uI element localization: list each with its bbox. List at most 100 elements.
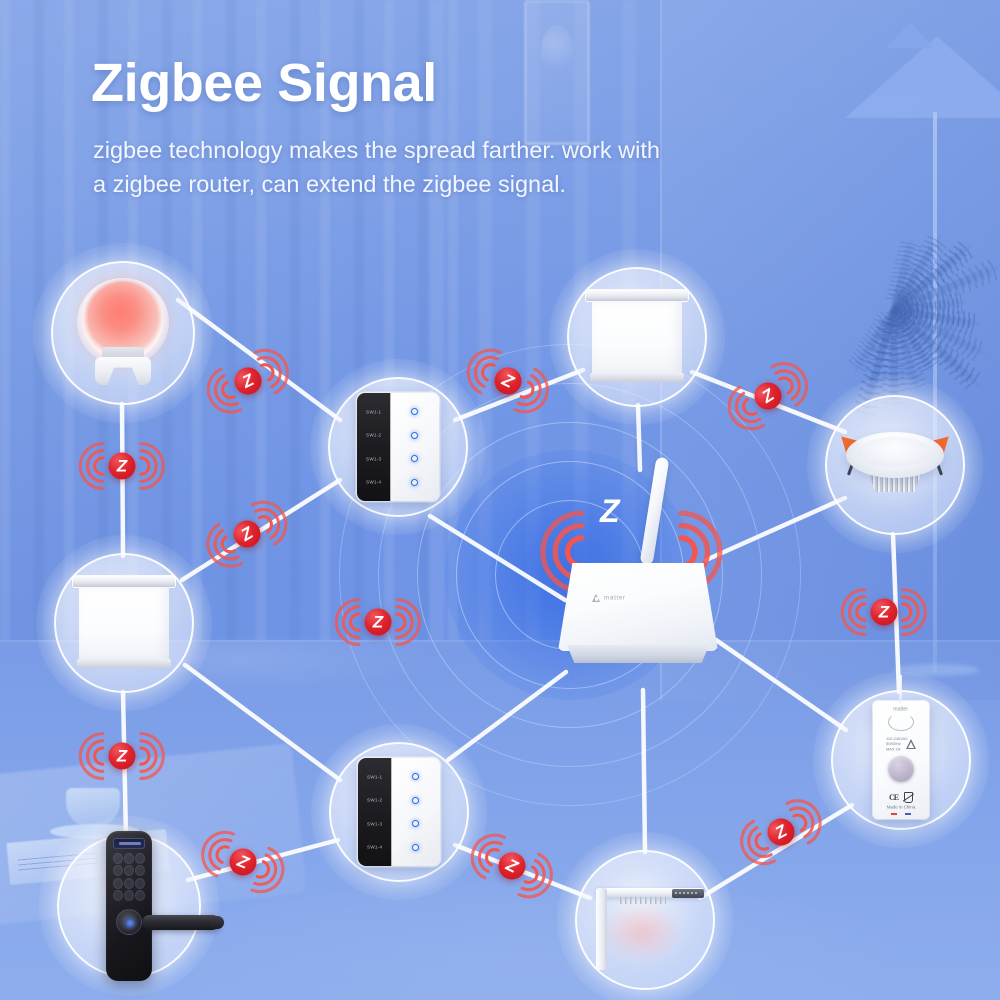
zigbee-arcs-right [510, 365, 563, 430]
smart-door-lock-device[interactable] [39, 816, 224, 996]
roller-blind-device[interactable] [549, 249, 725, 425]
weee-bin-icon [904, 792, 914, 804]
switch-led-indicator[interactable] [411, 478, 418, 486]
badge-blindleft-switch: Z [192, 487, 301, 580]
lock-keypad-key[interactable] [135, 853, 145, 864]
lock-keypad-key[interactable] [135, 877, 145, 889]
zigbee-arcs-left [74, 440, 105, 497]
zigbee-arcs-left [74, 730, 105, 787]
zigbee-arcs-right [139, 440, 170, 497]
lock-keypad[interactable] [113, 853, 145, 901]
switch-button-label: SW1-4 [366, 844, 383, 850]
track-glow [604, 904, 680, 960]
zigbee-arcs-left [330, 596, 361, 653]
alarm-siren-device[interactable] [33, 243, 213, 423]
badge-switchbot-track: Z [457, 822, 566, 911]
zigbee-z-glyph: Z [237, 523, 257, 545]
router-body [558, 563, 718, 651]
switch-led-indicator[interactable] [412, 843, 419, 851]
terminal-lead-live [891, 812, 897, 815]
module-logo: matter [893, 705, 909, 712]
zigbee-z-glyph: Z [116, 456, 128, 476]
lock-keypad-key[interactable] [124, 853, 134, 864]
lock-keypad-key[interactable] [113, 853, 123, 864]
zigbee-arcs-left [192, 520, 247, 585]
lock-keypad-key[interactable] [124, 890, 134, 901]
lock-display [113, 838, 145, 849]
hub-zigbee-badge: Z [600, 495, 652, 547]
node-artwork [75, 278, 171, 385]
picture-frame [524, 0, 590, 145]
zigbee-z-glyph: Z [771, 821, 791, 843]
lock-keypad-key[interactable] [113, 865, 123, 877]
zigbee-arcs-right [252, 337, 305, 402]
lock-keypad-key[interactable] [124, 865, 134, 877]
zigbee-badge-circle: Z [600, 495, 650, 545]
lock-keypad-key[interactable] [113, 890, 123, 901]
lock-fingerprint-reader[interactable] [116, 909, 142, 935]
zigbee-arcs-right [769, 349, 825, 414]
zigbee-z-glyph: Z [239, 370, 257, 392]
led-downlight-device[interactable] [807, 377, 983, 553]
node-artwork [106, 831, 224, 981]
switch-button-label: SW1-3 [365, 456, 382, 462]
zigbee-badge-circle: Z [870, 598, 898, 626]
node-disc [825, 395, 965, 535]
curtain-rail [596, 888, 704, 898]
badge-switch-blind-top: Z [453, 337, 562, 426]
terminal-lead-neutral [905, 812, 911, 815]
lock-keypad-key[interactable] [124, 877, 134, 889]
switch-led-indicator[interactable] [411, 431, 418, 439]
zigbee-z-glyph: Z [234, 851, 252, 873]
switch-led-indicator[interactable] [412, 820, 419, 828]
curtain-track-motor-device[interactable] [557, 832, 733, 1000]
roller-blind-icon [72, 575, 176, 671]
zigbee-router-hub[interactable]: matter Z [540, 455, 755, 700]
switch-led-indicator[interactable] [411, 455, 418, 463]
switch-led-indicator[interactable] [412, 773, 419, 781]
switch-led-indicator[interactable] [411, 408, 418, 416]
subtitle-line-1: zigbee technology makes the spread farth… [93, 137, 660, 163]
switch-seam [390, 393, 391, 501]
lock-keypad-key[interactable] [135, 865, 145, 877]
zigbee-arcs-left [187, 820, 237, 884]
curtain-carriers [620, 897, 666, 904]
smart-lock-icon[interactable] [106, 831, 224, 981]
roller-blind-icon [585, 289, 689, 385]
matter-logo-icon [592, 593, 601, 602]
lock-keypad-key[interactable] [135, 890, 145, 901]
badge-blindleft-lock: Z [74, 730, 170, 782]
siren-icon [75, 278, 171, 385]
blind-bottom-bar [590, 373, 684, 382]
switch-led-indicator[interactable] [412, 796, 419, 804]
downlight-icon [832, 424, 958, 506]
module-terminal-leads [891, 812, 911, 815]
switch-touch-panel[interactable] [390, 393, 439, 501]
blind-bottom-bar [77, 659, 171, 668]
lock-keypad-key[interactable] [113, 877, 123, 889]
module-pair-button[interactable] [888, 756, 914, 783]
lock-lever-handle[interactable] [142, 915, 224, 930]
router-base [566, 645, 710, 663]
switch-seam [391, 758, 392, 866]
module-origin-text: Made in China [886, 804, 916, 810]
badge-siren-blindleft: Z [74, 440, 170, 492]
roller-blind-device[interactable] [36, 535, 212, 711]
zigbee-badge-circle: Z [108, 452, 136, 480]
switch-touch-panel[interactable] [391, 758, 440, 866]
node-artwork [586, 870, 704, 970]
module-certifications: CE [889, 792, 914, 804]
